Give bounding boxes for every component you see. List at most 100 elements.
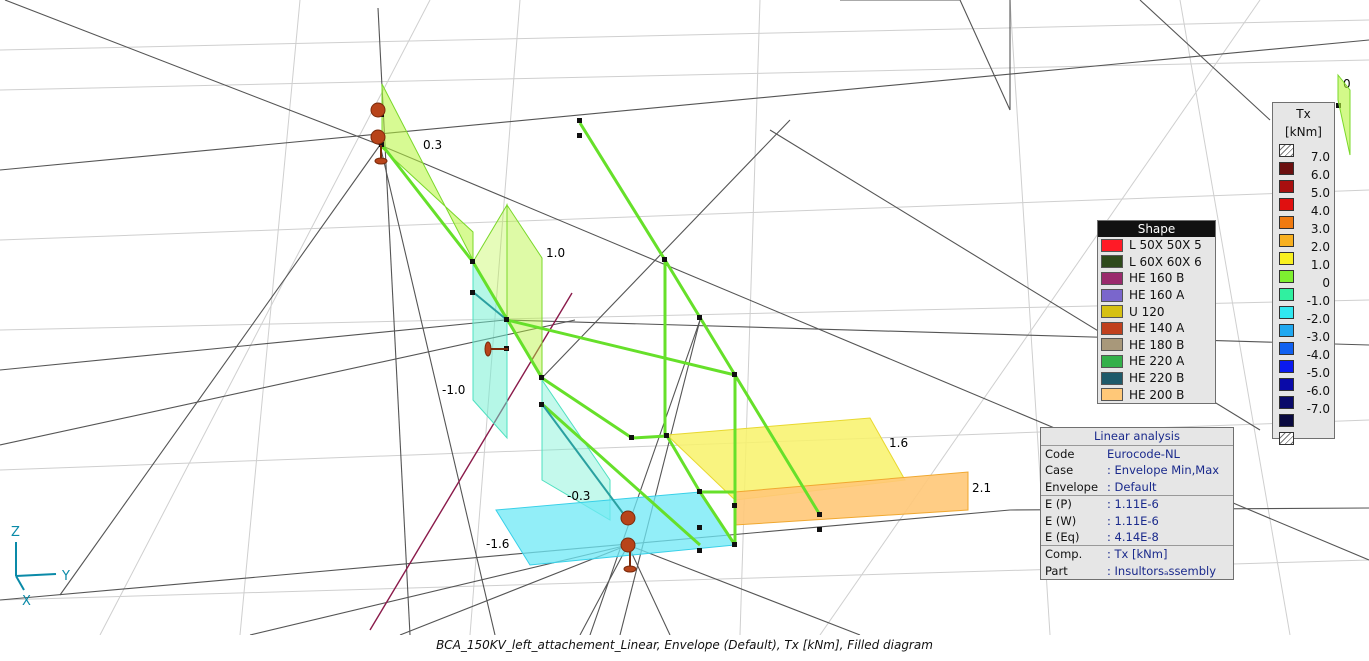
shape-name: HE 140 A (1129, 321, 1185, 336)
analysis-key: Part (1045, 563, 1068, 578)
analysis-row: Envelope : Default (1041, 479, 1233, 495)
analysis-value: : Envelope Min,Max (1107, 463, 1220, 478)
shape-legend-item: HE 160 B (1098, 270, 1215, 287)
x-axis-label: X (22, 594, 31, 609)
shape-color-swatch (1101, 354, 1123, 368)
3d-viewport[interactable]: 0.3 1.0 -1.0 -0.3 -1.6 1.6 2.1 0 (0, 0, 1369, 635)
diagram-edge (1337, 73, 1351, 156)
shape-name: HE 180 B (1129, 337, 1185, 352)
shape-name: U 120 (1129, 304, 1165, 319)
analysis-key: E (P) (1045, 497, 1072, 512)
tx-color-swatch (1279, 413, 1294, 427)
analysis-key: Code (1045, 447, 1075, 461)
label-1-0: 1.0 (546, 246, 565, 260)
shape-name: L 50X 50X 5 (1129, 238, 1202, 253)
analysis-value: : Insultorsₐssembly (1107, 563, 1217, 578)
tx-scale-level: 6.0 (1273, 168, 1334, 195)
tx-scale-level: -7.0 (1273, 402, 1334, 429)
tx-color-swatch (1279, 233, 1294, 247)
tx-level-label: -3.0 (1306, 330, 1330, 344)
shape-legend-item: HE 180 B (1098, 337, 1215, 354)
shape-color-swatch (1101, 371, 1123, 385)
tx-color-swatch (1279, 323, 1294, 337)
shape-name: HE 160 B (1129, 271, 1185, 286)
analysis-title: Linear analysis (1041, 428, 1233, 446)
tx-level-label: -7.0 (1306, 402, 1330, 416)
shape-legend-item: HE 220 A (1098, 353, 1215, 370)
shape-name: HE 220 B (1129, 371, 1185, 386)
analysis-value: Eurocode-NL (1107, 447, 1180, 461)
shape-color-swatch (1101, 305, 1123, 319)
tx-level-label: -1.0 (1306, 294, 1330, 308)
shape-legend-item: HE 220 B (1098, 370, 1215, 387)
tx-scale-level: 3.0 (1273, 222, 1334, 249)
y-axis-line (15, 573, 57, 577)
shape-legend-item: HE 200 B (1098, 386, 1215, 403)
x-axis-line (15, 575, 25, 591)
hatch-swatch-bottom (1279, 431, 1294, 445)
analysis-key: Envelope (1045, 479, 1099, 494)
analysis-value: : 1.11E-6 (1107, 513, 1159, 528)
analysis-row: Code Eurocode-NL (1041, 446, 1233, 462)
shape-name: L 60X 60X 6 (1129, 254, 1202, 269)
z-axis-label: Z (11, 525, 20, 540)
tx-scale-level: 0 (1273, 276, 1334, 303)
tx-scale-level: -1.0 (1273, 294, 1334, 321)
reference-lines (0, 0, 1369, 635)
shape-name: HE 200 B (1129, 387, 1185, 402)
tx-scale-level: -3.0 (1273, 330, 1334, 357)
tx-color-swatch (1279, 179, 1294, 193)
shape-name: HE 160 A (1129, 288, 1185, 303)
analysis-value: : 1.11E-6 (1107, 497, 1159, 512)
analysis-value: : Default (1107, 479, 1157, 494)
axis-line-red (369, 292, 573, 631)
analysis-key: Comp. (1045, 547, 1083, 562)
tx-scale-bottom-cap (1273, 429, 1334, 447)
tx-color-swatch (1279, 395, 1294, 409)
shape-color-swatch (1101, 321, 1123, 335)
tx-scale-level: 5.0 (1273, 186, 1334, 213)
analysis-row: E (P) : 1.11E-6 (1041, 495, 1233, 512)
tx-color-swatch (1279, 269, 1294, 283)
analysis-value: : Tx [kNm] (1107, 547, 1168, 562)
shape-color-swatch (1101, 388, 1123, 402)
tx-level-label: -2.0 (1306, 312, 1330, 326)
analysis-row: Part : Insultorsₐssembly (1041, 563, 1233, 579)
diagram-1-0 (506, 203, 543, 382)
members-cyan (472, 291, 629, 521)
tx-scale-unit: [kNm] (1285, 125, 1322, 139)
axis-triad: Z Y X (11, 525, 70, 609)
tx-color-swatch (1279, 305, 1294, 319)
shape-legend-title: Shape (1098, 221, 1215, 237)
shape-legend-item: L 50X 50X 5 (1098, 237, 1215, 254)
tx-scale-level: -6.0 (1273, 384, 1334, 411)
diagram-caption: BCA_150KV_left_attachement_Linear, Envel… (436, 638, 933, 652)
analysis-row: E (W) : 1.11E-6 (1041, 513, 1233, 529)
shape-color-swatch (1101, 288, 1123, 302)
tx-color-swatch (1279, 197, 1294, 211)
shape-legend-item: L 60X 60X 6 (1098, 254, 1215, 271)
diagram-positive-upper (381, 83, 474, 261)
tx-scale-title: Tx (1296, 107, 1311, 121)
shape-legend-item: HE 160 A (1098, 287, 1215, 304)
tx-scale-level: -5.0 (1273, 366, 1334, 393)
analysis-key: E (Eq) (1045, 529, 1080, 544)
tx-level-label: 7.0 (1310, 150, 1330, 164)
tx-scale-level: 2.0 (1273, 240, 1334, 267)
structure-scene[interactable]: 0.3 1.0 -1.0 -0.3 -1.6 1.6 2.1 0 (0, 0, 1369, 635)
tx-scale-top-cap (1273, 141, 1334, 159)
tx-level-label: 6.0 (1310, 168, 1330, 182)
analysis-row: Case: Envelope Min,Max (1041, 462, 1233, 478)
analysis-key: E (W) (1045, 513, 1077, 528)
tx-scale-level: 7.0 (1273, 150, 1334, 177)
label-2-1: 2.1 (972, 481, 991, 495)
tx-color-swatch (1279, 161, 1294, 175)
label-0-3: 0.3 (423, 138, 442, 152)
tx-color-swatch (1279, 359, 1294, 373)
shape-color-swatch (1101, 338, 1123, 352)
tx-scale-level: -4.0 (1273, 348, 1334, 375)
tx-level-label: 0 (1322, 276, 1330, 290)
